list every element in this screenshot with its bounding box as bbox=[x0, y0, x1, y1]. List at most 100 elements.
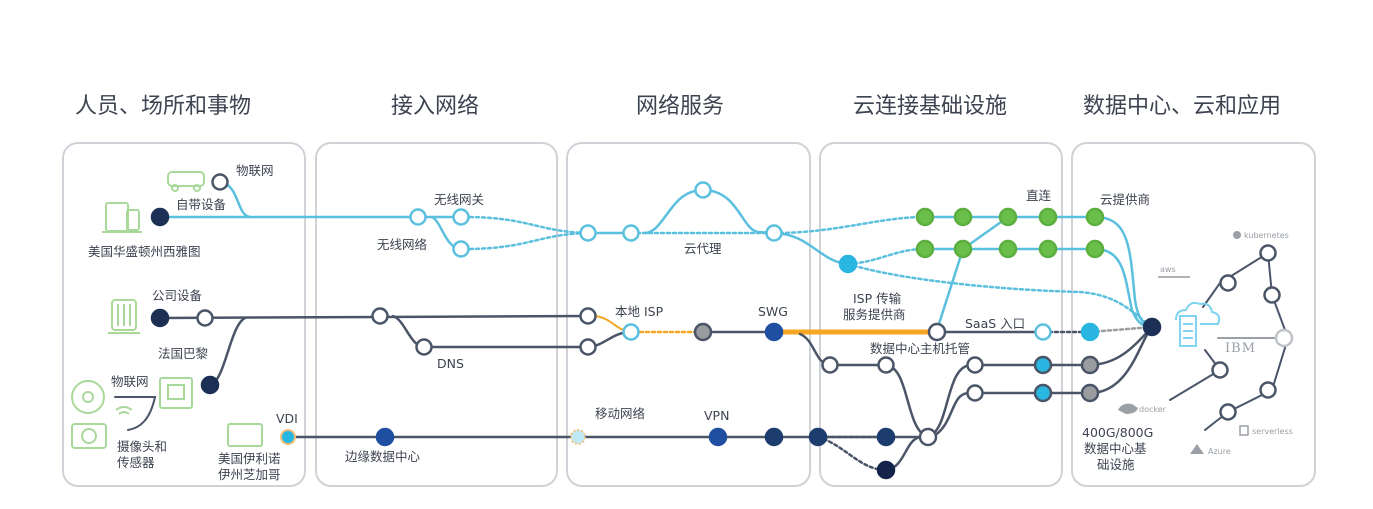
column-title-people-places-things: 人员、场所和事物 bbox=[75, 94, 252, 119]
node-direct-2a[interactable] bbox=[915, 239, 935, 259]
node-vpn-3[interactable] bbox=[808, 427, 828, 447]
svg-text:serverless: serverless bbox=[1252, 427, 1293, 436]
line-iot-cam bbox=[114, 396, 157, 431]
label-paris: 法国巴黎 bbox=[158, 346, 209, 361]
node-dns[interactable] bbox=[415, 338, 433, 356]
node-proxy-top[interactable] bbox=[694, 181, 712, 199]
node-colo-bottom2[interactable] bbox=[876, 460, 896, 480]
node-local-isp[interactable] bbox=[622, 323, 640, 341]
node-cloud-provider-2[interactable] bbox=[1085, 239, 1105, 259]
node-direct-1d[interactable] bbox=[1038, 207, 1058, 227]
svg-text:IBM: IBM bbox=[1225, 341, 1256, 356]
building-icon bbox=[108, 299, 140, 334]
node-cyan-dc1[interactable] bbox=[1033, 355, 1053, 375]
node-swg-branch[interactable] bbox=[821, 356, 839, 374]
label-dc-infra-1: 400G/800G bbox=[1082, 425, 1153, 440]
label-vdi: VDI bbox=[276, 411, 298, 426]
node-colo-1[interactable] bbox=[877, 356, 895, 374]
node-direct-2d[interactable] bbox=[1038, 239, 1058, 259]
column-title-dc-cloud-apps: 数据中心、云和应用 bbox=[1083, 94, 1282, 119]
node-colo-up1[interactable] bbox=[966, 356, 984, 374]
wifi-icon bbox=[115, 406, 133, 415]
node-app-ibm[interactable] bbox=[1274, 328, 1294, 348]
label-saas-entry: SaaS 入口 bbox=[965, 316, 1025, 331]
line-proxy-dotted-direct bbox=[778, 215, 927, 235]
node-saas-entry[interactable] bbox=[1034, 323, 1052, 341]
node-cyan-dc2[interactable] bbox=[1033, 383, 1053, 403]
node-edge-dc[interactable] bbox=[375, 427, 395, 447]
node-corp-2[interactable] bbox=[196, 309, 214, 327]
node-mobile[interactable] bbox=[570, 429, 586, 445]
label-chicago-2: 伊州芝加哥 bbox=[218, 467, 281, 482]
node-direct-2c[interactable] bbox=[998, 239, 1018, 259]
node-direct-2b[interactable] bbox=[953, 239, 973, 259]
node-app-right2[interactable] bbox=[1259, 381, 1277, 399]
column-title-network-services: 网络服务 bbox=[636, 94, 725, 119]
node-gray-isp[interactable] bbox=[693, 322, 713, 342]
node-isp-transport[interactable] bbox=[927, 322, 947, 342]
node-isp-a[interactable] bbox=[579, 307, 597, 325]
node-wireless-gw[interactable] bbox=[452, 208, 470, 226]
aws-logo: aws bbox=[1158, 265, 1190, 278]
column-title-access-network: 接入网络 bbox=[391, 94, 480, 119]
node-proxy-1[interactable] bbox=[579, 224, 597, 242]
gear-cycle-icon bbox=[71, 380, 105, 414]
line-saas-cloud-dotted bbox=[1088, 325, 1154, 334]
label-local-isp: 本地 ISP bbox=[615, 304, 664, 319]
node-direct-1c[interactable] bbox=[998, 207, 1018, 227]
line-direct-row1 bbox=[923, 215, 1154, 329]
svg-text:aws: aws bbox=[1160, 265, 1176, 274]
panel-people-places-things bbox=[62, 142, 306, 487]
node-app-right1[interactable] bbox=[1263, 286, 1281, 304]
node-app-k8s[interactable] bbox=[1259, 244, 1277, 262]
node-seattle[interactable] bbox=[150, 207, 170, 227]
node-corp-1[interactable] bbox=[150, 308, 170, 328]
node-swg[interactable] bbox=[764, 322, 784, 342]
line-wnet-dotted bbox=[468, 231, 590, 251]
node-cloud-provider-1[interactable] bbox=[1085, 207, 1105, 227]
node-proxy-2[interactable] bbox=[622, 224, 640, 242]
label-dc-colo: 数据中心主机托管 bbox=[870, 341, 970, 356]
svg-text:kubernetes: kubernetes bbox=[1244, 231, 1289, 240]
node-direct-1b[interactable] bbox=[953, 207, 973, 227]
label-cloud-proxy: 云代理 bbox=[684, 241, 722, 256]
node-vpn-2[interactable] bbox=[764, 427, 784, 447]
node-vpn[interactable] bbox=[708, 427, 728, 447]
label-cameras-1: 摄像头和 bbox=[117, 439, 167, 454]
line-cloud-proxy-arc bbox=[643, 188, 776, 235]
svg-text:docker: docker bbox=[1139, 405, 1167, 414]
node-paris[interactable] bbox=[200, 375, 220, 395]
label-corp-devices: 公司设备 bbox=[152, 288, 203, 303]
label-iot-top: 物联网 bbox=[236, 163, 274, 178]
node-wireless-net-2[interactable] bbox=[452, 240, 470, 258]
node-gray-dc2[interactable] bbox=[1080, 383, 1100, 403]
node-isp-b[interactable] bbox=[579, 338, 597, 356]
node-app-bottom[interactable] bbox=[1219, 403, 1237, 421]
node-app-mid[interactable] bbox=[1211, 361, 1229, 379]
azure-logo: Azure bbox=[1190, 444, 1231, 456]
node-dc-hub[interactable] bbox=[1142, 317, 1162, 337]
label-seattle: 美国华盛顿州西雅图 bbox=[88, 244, 201, 259]
label-direct-connect: 直连 bbox=[1026, 188, 1052, 203]
label-wireless-gateway: 无线网关 bbox=[434, 192, 484, 207]
node-vdi[interactable] bbox=[280, 429, 296, 445]
node-colo-join[interactable] bbox=[918, 427, 938, 447]
line-paris-branch bbox=[208, 316, 247, 387]
node-proxy-3[interactable] bbox=[765, 224, 783, 242]
node-colo-up2[interactable] bbox=[966, 384, 984, 402]
node-access-1[interactable] bbox=[371, 307, 389, 325]
svg-text:Azure: Azure bbox=[1208, 447, 1231, 456]
camera-icon bbox=[71, 423, 107, 449]
docker-logo: docker bbox=[1118, 403, 1167, 414]
panel-access-network bbox=[315, 142, 558, 487]
node-isp-cyan[interactable] bbox=[838, 254, 858, 274]
node-app-aws[interactable] bbox=[1219, 274, 1237, 292]
label-edge-dc: 边缘数据中心 bbox=[345, 449, 421, 464]
node-cyan-saas[interactable] bbox=[1080, 322, 1100, 342]
node-direct-1a[interactable] bbox=[915, 207, 935, 227]
node-wireless-net[interactable] bbox=[409, 208, 427, 226]
node-colo-bottom1[interactable] bbox=[876, 427, 896, 447]
node-gray-dc1[interactable] bbox=[1080, 355, 1100, 375]
node-iot-top[interactable] bbox=[211, 173, 229, 191]
